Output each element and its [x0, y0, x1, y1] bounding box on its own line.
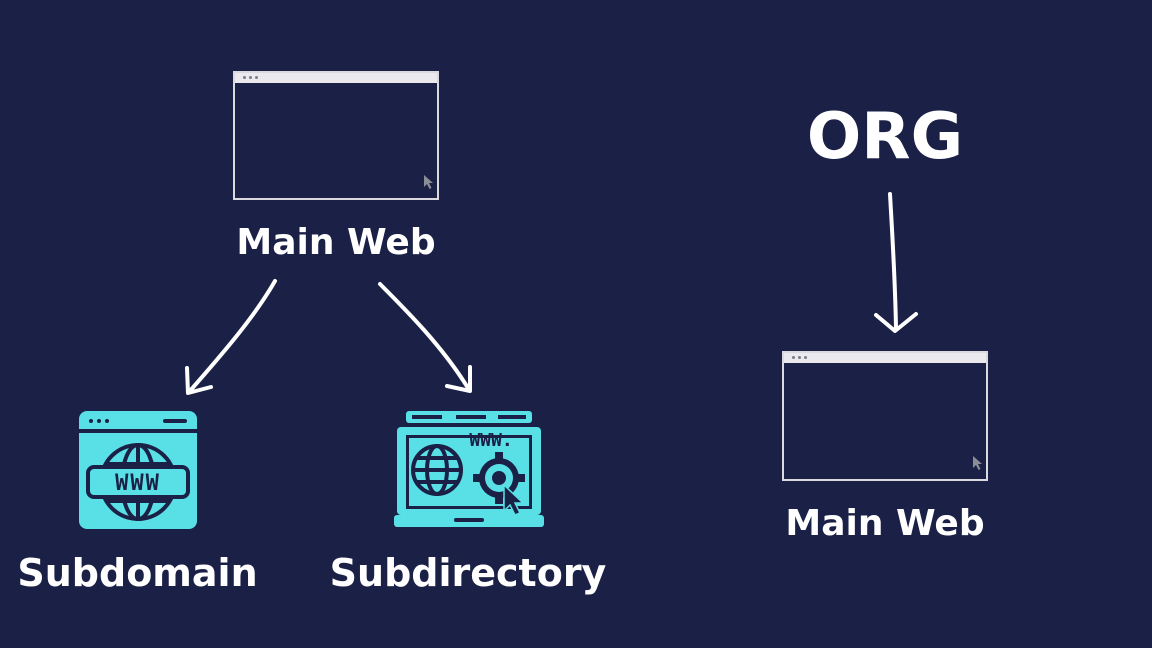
browser-title-bar: [784, 353, 986, 363]
browser-window-org: [782, 351, 988, 481]
browser-window-main: [233, 71, 439, 200]
www-laptop-gear-icon: WWW.: [394, 411, 544, 527]
arrow-to-subdomain: [185, 279, 277, 395]
subdirectory-www-text: WWW.: [469, 430, 512, 451]
subdomain-www-text: WWW: [115, 471, 161, 496]
subdomain-label: Subdomain: [17, 551, 258, 595]
main-web-label-right: Main Web: [785, 503, 985, 544]
arrow-org-to-main-web: [874, 192, 918, 333]
arrow-to-subdirectory: [378, 282, 472, 393]
www-window-icon: WWW: [79, 411, 197, 529]
mouse-cursor-icon: [973, 456, 982, 470]
browser-title-bar: [235, 73, 437, 83]
subdirectory-label: Subdirectory: [329, 551, 607, 595]
org-label: ORG: [806, 100, 964, 174]
mouse-cursor-icon: [424, 175, 433, 189]
main-web-label-left: Main Web: [236, 222, 436, 263]
